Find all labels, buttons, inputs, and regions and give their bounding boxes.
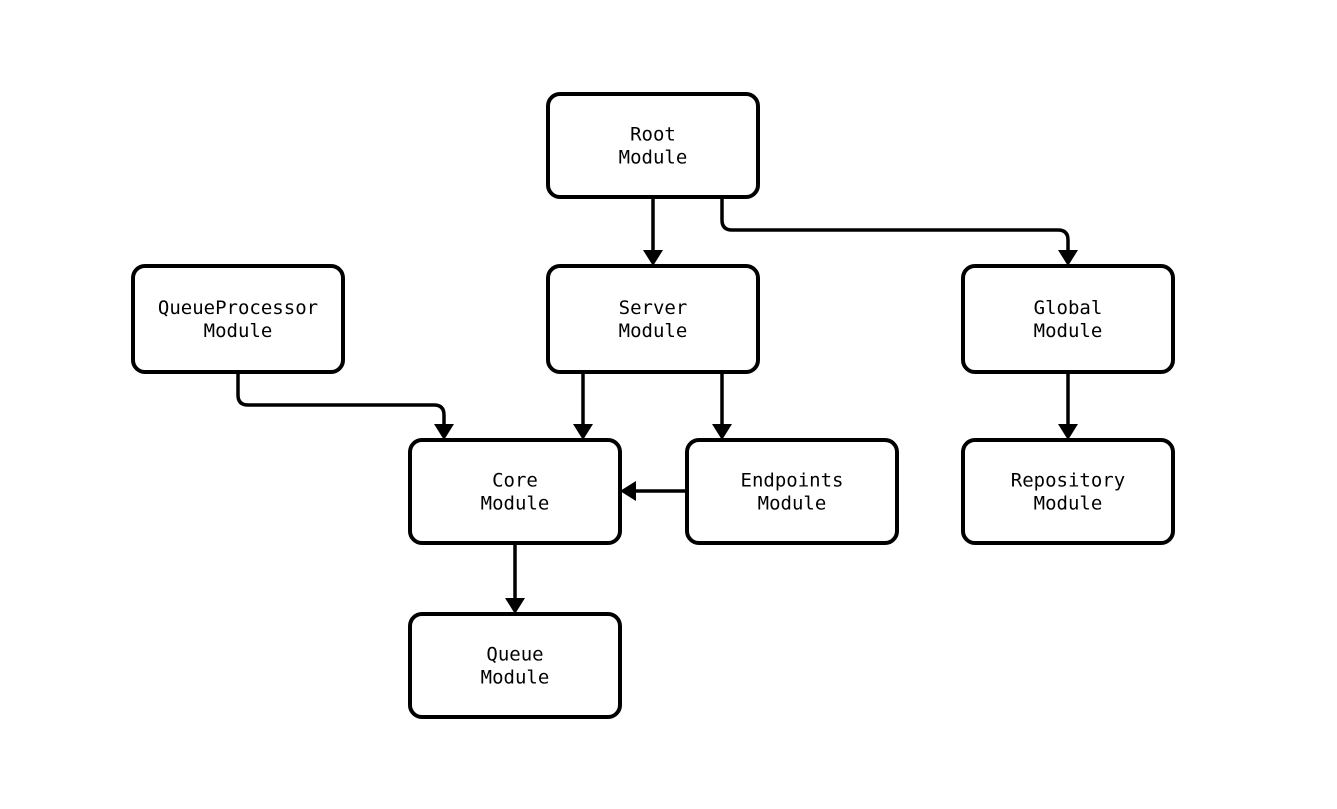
node-label-line2: Module: [1034, 492, 1103, 514]
edge-server-to-core: [573, 372, 593, 440]
node-label-line2: Module: [481, 666, 550, 688]
node-box[interactable]: [685, 438, 899, 545]
node-box[interactable]: [408, 612, 622, 719]
node-label-line2: Module: [481, 492, 550, 514]
node-label-line1: Endpoints: [741, 469, 844, 491]
node-label-line2: Module: [758, 492, 827, 514]
arrowhead-icon: [573, 424, 593, 440]
edge-core-to-queue: [505, 543, 525, 614]
node-label-line1: Server: [619, 297, 688, 319]
node-label-line1: Core: [492, 469, 538, 491]
node-label-line2: Module: [1034, 320, 1103, 342]
arrowhead-icon: [1058, 424, 1078, 440]
arrowhead-icon: [712, 424, 732, 440]
node-label-line1: Repository: [1011, 469, 1125, 491]
edge-queueprocessor-to-core: [236, 372, 454, 440]
arrowhead-icon: [1058, 250, 1078, 266]
edge-root-to-server: [643, 197, 663, 266]
node-label-line2: Module: [619, 320, 688, 342]
node-box[interactable]: [546, 264, 760, 374]
arrowhead-icon: [434, 424, 454, 440]
node-label-line1: QueueProcessor: [158, 297, 318, 319]
node-label-line1: Queue: [486, 643, 543, 665]
edges-layer: [236, 197, 1078, 614]
node-box[interactable]: [961, 438, 1175, 545]
node-label-line1: Root: [630, 123, 676, 145]
edge-server-to-endpoints: [712, 372, 732, 440]
arrowhead-icon: [643, 250, 663, 266]
node-box[interactable]: [961, 264, 1175, 374]
edge-line: [236, 372, 446, 432]
node-box[interactable]: [131, 264, 345, 374]
node-label-line2: Module: [619, 146, 688, 168]
node-label-line2: Module: [204, 320, 273, 342]
edge-root-to-global: [720, 197, 1078, 266]
node-box[interactable]: [408, 438, 622, 545]
arrowhead-icon: [620, 481, 636, 501]
arrowhead-icon: [505, 598, 525, 614]
edge-endpoints-to-core: [620, 481, 687, 501]
node-label-line1: Global: [1034, 297, 1103, 319]
edge-line: [720, 197, 1070, 258]
edge-global-to-repository: [1058, 372, 1078, 440]
node-box[interactable]: [546, 92, 760, 199]
